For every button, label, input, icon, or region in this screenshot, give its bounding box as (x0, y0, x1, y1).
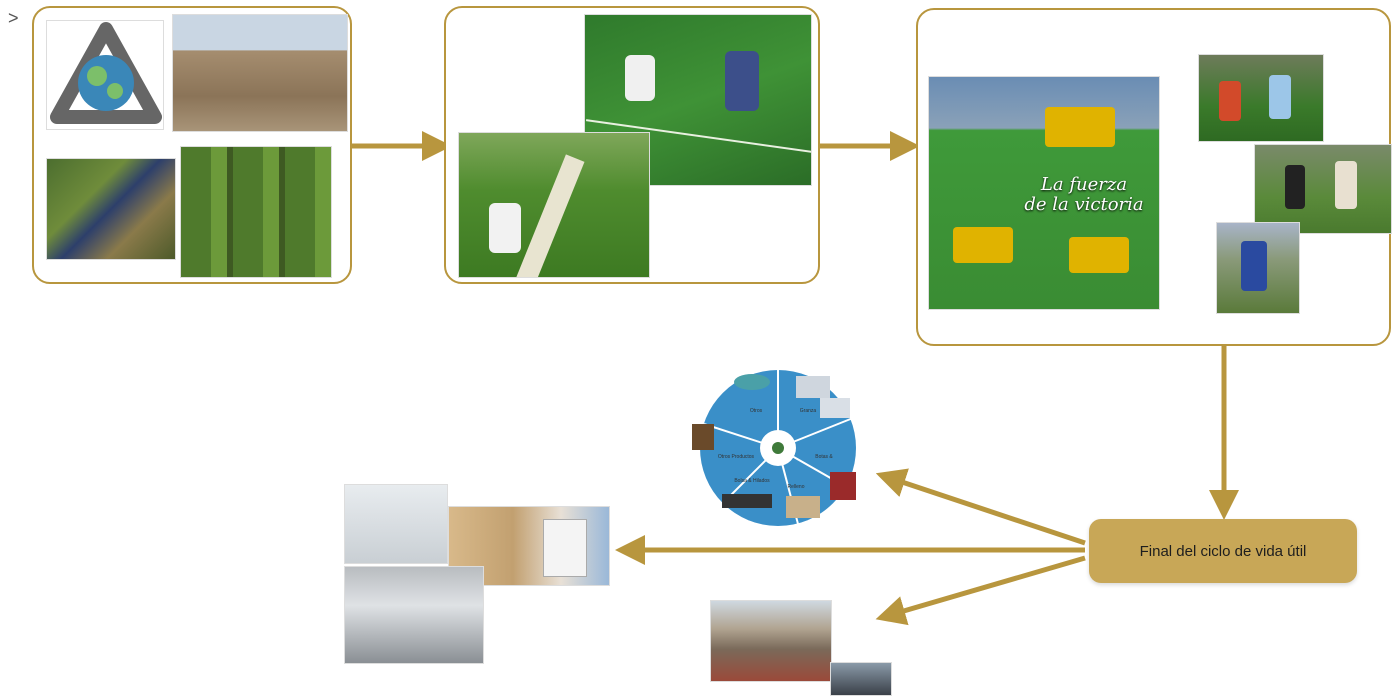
worker-machine-photo (46, 158, 176, 260)
stadium-machinery-poster: La fuerza de la victoria (928, 76, 1160, 310)
stage-production (32, 6, 352, 284)
football-match-photo-3 (1216, 222, 1300, 314)
landfill-detail-photo (830, 662, 892, 696)
recycle-icon (50, 22, 162, 124)
recycled-products-wheel: Otros Productos Botas & Bolsa & Hilados … (688, 368, 868, 528)
recycle-globe-image (46, 20, 164, 130)
arrow-final-to-landfill (875, 555, 1086, 626)
football-match-photo-2 (1254, 144, 1392, 234)
poster-title-line1: La fuerza (1040, 174, 1128, 195)
wheel-label-botas: Botas & (815, 454, 833, 460)
wheel-label-relleno: Relleno (787, 484, 805, 490)
stage-installation (444, 6, 820, 284)
excavator-shape (1045, 107, 1115, 147)
landfill-photo (710, 600, 832, 682)
arrow-final-to-wheel (875, 468, 1086, 546)
stage-use: La fuerza de la victoria (916, 8, 1392, 346)
turf-rolls-photo (180, 146, 332, 278)
filled-bag-photo (344, 566, 484, 664)
wheel-label-otros: Otros (749, 408, 763, 414)
excavator-shape-2 (1069, 237, 1129, 273)
line-marking-photo (458, 132, 650, 278)
wheel-label-granza: Granza (799, 408, 817, 414)
prefix-symbol: > (8, 8, 19, 28)
wheel-label-bolsa: Bolsa & Hilados (734, 478, 770, 484)
end-of-life-box: Final del ciclo de vida útil (1089, 519, 1357, 583)
poster-title-line2: de la victoria (1024, 194, 1144, 215)
end-of-life-label: Final del ciclo de vida útil (1139, 542, 1307, 560)
big-bags-photo (344, 484, 448, 564)
wheel-label-otros-productos: Otros Productos (717, 454, 755, 460)
recycled-granulate-collage (344, 484, 610, 666)
landfill-collage (710, 600, 892, 696)
loader-shape (953, 227, 1013, 263)
football-match-photo-1 (1198, 54, 1324, 142)
quarry-photo (172, 14, 348, 132)
